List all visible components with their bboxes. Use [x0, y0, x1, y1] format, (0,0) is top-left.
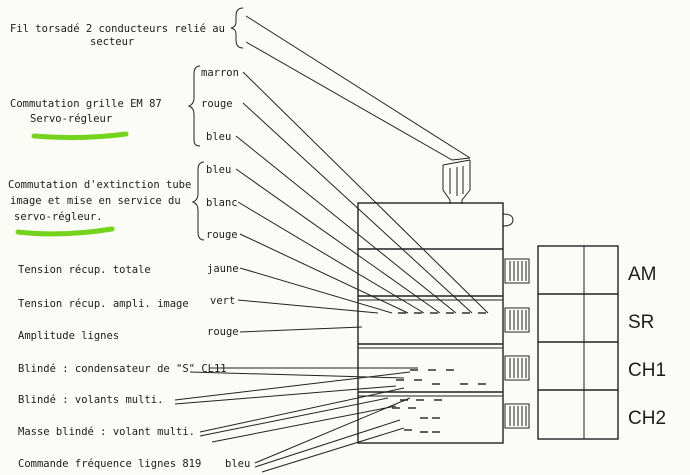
terminals-deck-3 — [396, 369, 486, 385]
lead-bleu-1 — [235, 135, 457, 314]
color-bleu-3: bleu — [225, 458, 250, 470]
section-ch1: CH1 — [628, 360, 666, 381]
label-extinction-line1: Commutation d'extinction tube — [8, 179, 191, 191]
lead-rouge-2 — [239, 233, 409, 314]
label-amplitude: Amplitude lignes — [18, 330, 119, 342]
color-bleu-2: bleu — [206, 164, 231, 176]
cable-wire-1 — [245, 15, 471, 159]
label-cable-line1: Fil torsadé 2 conducteurs relié au — [10, 23, 225, 35]
section-ch2: CH2 — [628, 408, 666, 429]
label-grille-line1: Commutation grille EM 87 — [10, 98, 162, 110]
plunger-sr — [504, 307, 530, 333]
label-tension-ampli: Tension récup. ampli. image — [18, 298, 189, 310]
brace-cable — [230, 7, 244, 49]
color-vert: vert — [210, 295, 235, 307]
lead-rouge-3 — [239, 326, 363, 333]
highlight-servo-regleur-1 — [31, 131, 129, 141]
color-jaune: jaune — [207, 263, 239, 275]
lead-rouge-1 — [242, 102, 473, 314]
highlight-servo-regleur-2 — [15, 226, 115, 237]
cable-wire-2 — [245, 41, 453, 161]
section-sr: SR — [628, 312, 654, 333]
label-masse-blinde: Masse blindé : volant multi. — [18, 426, 195, 438]
plug-right — [461, 160, 471, 204]
plunger-ch1 — [504, 355, 530, 381]
label-extinction-line2: image et mise en service du — [10, 195, 181, 207]
plug-top — [442, 159, 471, 166]
label-cable-line2: secteur — [90, 36, 134, 48]
color-blanc: blanc — [206, 197, 238, 209]
label-blinde-volants: Blindé : volants multi. — [18, 394, 163, 406]
color-rouge-2: rouge — [206, 229, 238, 241]
label-grille-line2: Servo-régleur — [30, 113, 112, 125]
lead-blanc — [237, 201, 425, 314]
lead-frequence-3 — [261, 427, 405, 473]
color-rouge-1: rouge — [201, 98, 233, 110]
color-rouge-3: rouge — [207, 326, 239, 338]
switch-body — [357, 202, 504, 444]
label-tension-totale: Tension récup. totale — [18, 264, 151, 276]
lead-masse-3 — [211, 405, 397, 443]
color-bleu-1: bleu — [206, 131, 231, 143]
plunger-ch2 — [504, 403, 530, 429]
brace-grille — [187, 65, 201, 147]
terminals-deck-4 — [392, 399, 442, 433]
section-am: AM — [628, 264, 657, 285]
cable-end — [451, 157, 471, 161]
lead-frequence-1 — [254, 397, 411, 464]
lead-masse-1 — [199, 387, 405, 433]
lead-marron — [242, 71, 489, 314]
lead-volants-2 — [174, 385, 397, 405]
label-extinction-line3: servo-régleur. — [14, 211, 103, 223]
lead-jaune — [239, 267, 393, 314]
lead-masse-2 — [199, 397, 389, 437]
color-marron: marron — [201, 67, 239, 79]
lead-vert — [237, 299, 379, 314]
brace-extinction — [191, 161, 205, 241]
lead-volants-1 — [174, 371, 411, 401]
lead-frequence-2 — [254, 419, 401, 468]
lead-condensateur-2 — [189, 371, 405, 379]
plug-left — [442, 165, 451, 204]
switch-knob — [502, 213, 514, 227]
lead-bleu-2 — [235, 168, 441, 314]
label-blinde-condensateur: Blindé : condensateur de "S" CL11 — [18, 363, 227, 375]
label-commande-frequence: Commande fréquence lignes 819 — [18, 458, 201, 470]
plunger-am — [504, 258, 530, 284]
